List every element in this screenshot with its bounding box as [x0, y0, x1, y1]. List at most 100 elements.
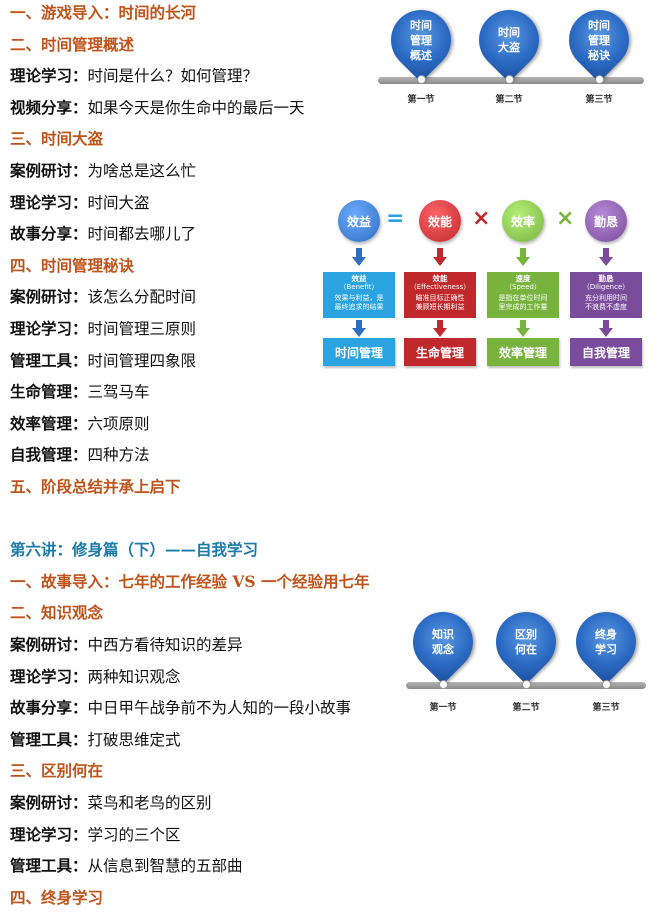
timeline-pin: 知识 观念: [400, 599, 486, 688]
outline-item: 理论学习：学习的三个区: [10, 822, 181, 848]
management-category: 生命管理: [404, 338, 476, 366]
item-content: 时间大盗: [87, 193, 150, 212]
timeline-pin: 时间 大盗: [466, 0, 552, 86]
formula-term: 效能: [419, 200, 461, 242]
definition-box: 效能（Effectiveness） 瞄准目标正确性 兼顾短长期利益: [404, 272, 476, 318]
item-label: 管理工具：: [10, 350, 88, 370]
item-label: 自我管理：: [10, 445, 88, 465]
management-category: 时间管理: [323, 338, 395, 366]
outline-item: 故事分享：中日甲午战争前不为人知的一段小故事: [10, 695, 351, 721]
arrow-down-icon: [603, 320, 609, 329]
item-label: 理论学习：: [10, 666, 88, 686]
pin-label: 时间 大盗: [498, 26, 520, 54]
section-heading: 五、阶段总结并承上启下: [10, 477, 181, 496]
definition-description: 效果与利益，是 最终追求的结果: [334, 294, 384, 311]
outline-item: 案例研讨：为啥总是这么忙: [10, 158, 196, 184]
timeline-marker: [417, 75, 426, 84]
item-content: 为啥总是这么忙: [87, 162, 197, 180]
arrow-down-icon: [356, 248, 362, 257]
item-label: 理论学习：: [10, 192, 88, 212]
arrow-down-icon: [520, 248, 526, 257]
item-content: 时间是什么？如何管理？: [87, 67, 259, 86]
outline-item: 案例研讨：菜鸟和老鸟的区别: [10, 790, 212, 816]
management-category: 自我管理: [570, 338, 642, 366]
pin-label: 时间 管理 秘诀: [588, 18, 610, 62]
timeline-section-2: 知识 观念第一节 区别 何在第二节 终身 学习第三节: [400, 599, 649, 713]
outline-item: 案例研讨：中西方看待知识的差异: [10, 632, 243, 658]
pin-label: 时间 管理 概述: [410, 18, 432, 62]
item-content: 中日甲午战争前不为人知的一段小故事: [87, 699, 352, 718]
item-label: 管理工具：: [10, 729, 88, 749]
arrow-down-icon: [352, 328, 366, 337]
definition-description: 充分利用时间 不浪费不虚度: [585, 294, 627, 311]
item-content: 时间管理四象限: [87, 351, 197, 370]
outline-item: 效率管理：六项原则: [10, 411, 150, 437]
section-heading: 一、游戏导入：时间的长河: [10, 3, 197, 22]
outline-item: 故事分享：时间都去哪儿了: [10, 221, 196, 247]
item-content: 如果今天是你生命中的最后一天: [87, 98, 305, 117]
item-content: 时间都去哪儿了: [87, 225, 197, 244]
section-heading: 四、终身学习: [10, 887, 104, 907]
arrow-down-icon: [352, 257, 366, 266]
outline-item: 视频分享：如果今天是你生命中的最后一天: [10, 95, 305, 121]
item-label: 理论学习：: [10, 319, 88, 338]
item-label: 视频分享：: [10, 97, 88, 117]
definition-title: 效能: [432, 274, 448, 283]
outline-item: 理论学习：时间是什么？如何管理？: [10, 63, 258, 89]
formula-term: 勤恳: [585, 200, 627, 242]
outline-item: 理论学习：时间管理三原则: [10, 316, 196, 342]
outline-item: 管理工具：时间管理四象限: [10, 348, 196, 374]
item-label: 理论学习：: [10, 824, 88, 844]
timeline-section-1: 时间 管理 概述第一节时间 大盗第二节时间 管理 秘诀第三节: [376, 0, 646, 110]
timeline-pin: 区别 何在: [483, 599, 569, 688]
arrow-down-icon: [516, 257, 530, 266]
section-label: 第一节: [407, 95, 435, 105]
definition-english: （Speed）: [505, 283, 541, 291]
timeline-marker: [595, 75, 604, 84]
item-label: 案例研讨：: [10, 161, 88, 180]
item-content: 两种知识观念: [87, 667, 181, 686]
definition-english: （Benefit）: [339, 283, 379, 291]
item-content: 从信息到智慧的五部曲: [87, 857, 243, 876]
definition-description: 瞄准目标正确性 兼顾短长期利益: [415, 294, 465, 311]
outline-item: 理论学习：时间大盗: [10, 190, 150, 216]
section-label: 第三节: [585, 95, 613, 105]
outline-item: 管理工具：从信息到智慧的五部曲: [10, 853, 243, 879]
lecture-title: 第六讲：修身篇（下）——自我学习: [10, 540, 259, 560]
item-label: 案例研讨：: [10, 635, 88, 654]
item-content: 时间管理三原则: [87, 320, 197, 338]
arrow-down-icon: [516, 328, 530, 337]
formula-term: 效益: [338, 200, 380, 242]
timeline-marker: [439, 680, 448, 689]
definition-title: 勤恳: [598, 274, 614, 283]
section-heading: 二、时间管理概述: [10, 34, 135, 54]
section-label: 第三节: [592, 703, 620, 713]
section-label: 第一节: [429, 703, 457, 713]
arrow-down-icon: [603, 248, 609, 257]
section-heading: 三、时间大盗: [10, 129, 104, 149]
section-label: 第二节: [512, 703, 540, 713]
definition-english: （Effectiveness）: [409, 283, 471, 291]
multiply-icon: ×: [556, 206, 575, 231]
outline-item: 管理工具：打破思维定式: [10, 727, 181, 753]
item-content: 四种方法: [87, 446, 150, 465]
arrow-down-icon: [433, 328, 447, 337]
definition-box: 勤恳（Diligence）充分利用时间 不浪费不虚度: [570, 272, 642, 318]
management-category: 效率管理: [487, 338, 559, 366]
arrow-down-icon: [599, 257, 613, 266]
timeline-marker: [505, 75, 514, 84]
item-content: 该怎么分配时间: [87, 288, 197, 307]
equals-icon: =: [386, 206, 405, 231]
item-label: 效率管理：: [10, 413, 88, 433]
item-label: 生命管理：: [10, 382, 88, 402]
timeline-pin: 时间 管理 概述: [378, 0, 464, 86]
definition-box: 速度（Speed）是指在单位时间 里完成的工作量: [487, 272, 559, 318]
arrow-down-icon: [437, 320, 443, 329]
item-label: 管理工具：: [10, 856, 88, 876]
item-content: 菜鸟和老鸟的区别: [87, 794, 212, 812]
outline-item: 理论学习：两种知识观念: [10, 664, 181, 690]
arrow-down-icon: [599, 328, 613, 337]
item-label: 故事分享：: [10, 224, 88, 244]
item-content: 六项原则: [87, 414, 150, 433]
timeline-pin: 终身 学习: [563, 599, 649, 688]
